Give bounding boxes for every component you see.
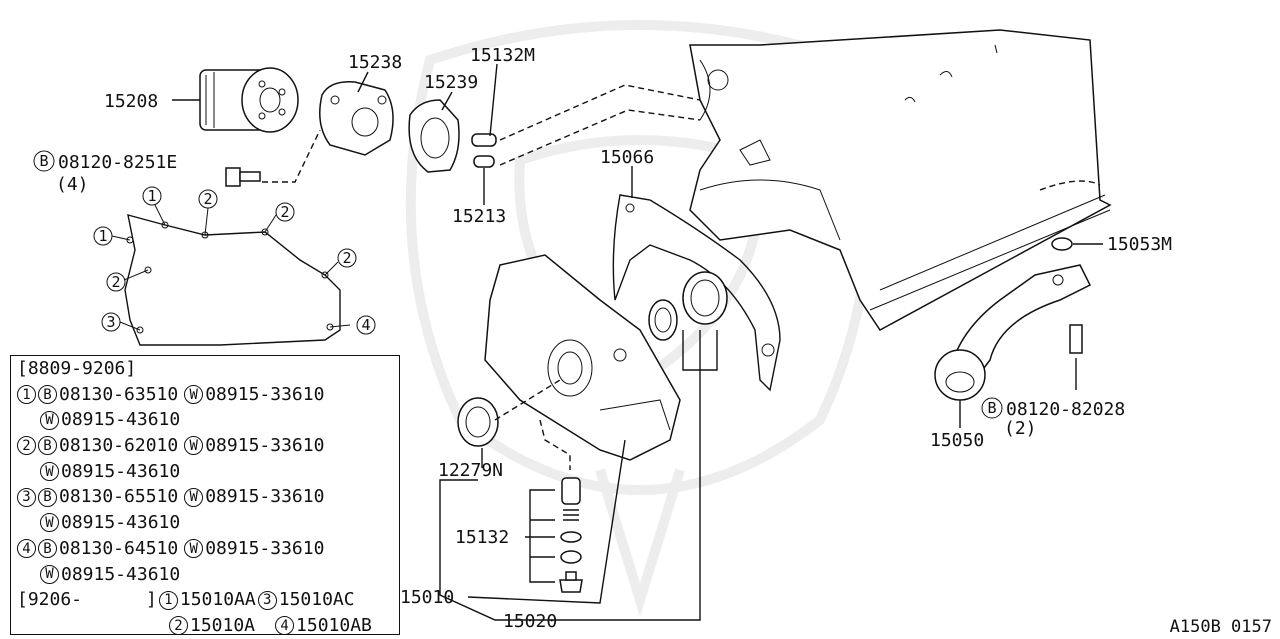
label-12279N: 12279N — [438, 460, 503, 481]
seals — [457, 271, 728, 447]
gasket-15239 — [408, 99, 460, 173]
marker-4: 4 — [361, 316, 370, 334]
label-15066: 15066 — [600, 147, 654, 168]
label-15010: 15010 — [400, 587, 454, 608]
label-15132M: 15132M — [470, 45, 535, 66]
front-cover-gasket — [612, 194, 781, 392]
label-15050: 15050 — [930, 430, 984, 451]
engine-block — [689, 29, 1112, 331]
label-bolt-left-qty: (4) — [56, 174, 89, 195]
marker-2d: 2 — [342, 249, 351, 267]
bolt-mark-left: B — [39, 152, 48, 170]
label-15238: 15238 — [348, 52, 402, 73]
label-15239: 15239 — [424, 72, 478, 93]
diagram-code: A150B 0157 — [1169, 617, 1272, 637]
label-15213: 15213 — [452, 206, 506, 227]
gasket-markers: 1 2 2 1 2 2 3 4 — [93, 186, 376, 335]
label-15020: 15020 — [503, 611, 557, 632]
oil-strainer — [934, 237, 1092, 401]
marker-1b: 1 — [98, 227, 107, 245]
bolt-mark-right: B — [987, 399, 996, 417]
marker-2c: 2 — [111, 273, 120, 291]
oil-filter — [199, 67, 299, 133]
legend-header: [8809-9206] — [17, 358, 137, 379]
label-15053M: 15053M — [1107, 234, 1172, 255]
label-15132: 15132 — [455, 527, 509, 548]
relief-valve-parts — [559, 477, 583, 593]
label-15208: 15208 — [104, 91, 158, 112]
bolt-08120-8251E — [225, 167, 261, 187]
connectors — [471, 133, 497, 168]
label-bolt-right: 08120-82028 — [1006, 399, 1125, 420]
oil-pump-body — [484, 254, 681, 461]
marker-1a: 1 — [147, 187, 156, 205]
label-bolt-right-qty: (2) — [1004, 418, 1037, 439]
marker-2b: 2 — [280, 203, 289, 221]
marker-3: 3 — [106, 313, 115, 331]
filter-bracket — [319, 81, 394, 156]
label-bolt-left: 08120-8251E — [58, 152, 177, 173]
timing-gasket-outline — [111, 204, 351, 346]
marker-2a: 2 — [203, 190, 212, 208]
